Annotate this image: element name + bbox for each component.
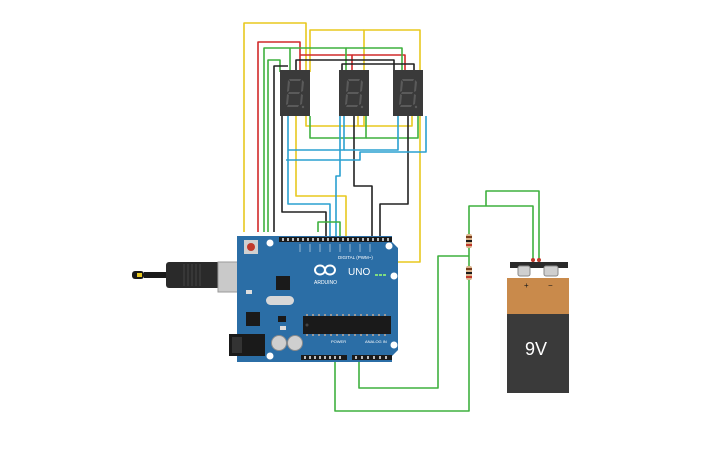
battery-9v[interactable]: + − 9V — [507, 258, 569, 393]
chip-notch-icon — [305, 323, 309, 327]
mounting-hole — [390, 341, 398, 349]
usb-plug-grip-icon — [183, 264, 201, 286]
segment-glyph — [345, 79, 364, 109]
mounting-hole — [390, 272, 398, 280]
digital-pin-contacts — [282, 238, 389, 241]
capacitor — [287, 335, 303, 351]
smd-component — [280, 326, 286, 330]
wire-black-2[interactable] — [295, 59, 395, 72]
battery-terminal-negative[interactable] — [543, 265, 559, 277]
smd-component — [278, 316, 286, 322]
digital-pin-header[interactable] — [279, 237, 392, 242]
resistor-band — [466, 272, 472, 274]
bottom-pin-contacts — [304, 356, 387, 359]
resistor-band — [466, 244, 472, 246]
wire-yellow-5[interactable] — [357, 116, 413, 127]
arduino-logo-icon — [314, 264, 336, 276]
board-model-label: UNO — [348, 267, 370, 278]
board-brand-label: ARDUINO — [314, 280, 337, 286]
resistor-band — [466, 240, 472, 242]
seven-segment-display-1[interactable] — [280, 70, 310, 116]
mounting-hole — [266, 239, 274, 247]
terminal-clip-icon — [537, 258, 541, 262]
resistor-band — [466, 276, 472, 278]
mounting-hole — [266, 352, 274, 360]
wire-blue-5[interactable] — [335, 116, 341, 240]
wire-green-resistor-top[interactable] — [468, 205, 534, 262]
wire-yellow-2[interactable] — [295, 116, 347, 240]
resistor-2[interactable] — [466, 266, 472, 280]
wire-blue-3[interactable] — [344, 116, 399, 151]
terminal-clip-icon — [531, 258, 535, 262]
usb-plug-body — [166, 262, 220, 288]
capacitor — [271, 335, 287, 351]
reset-button-cap-icon — [247, 243, 255, 251]
atmega-microcontroller — [303, 316, 391, 334]
wire-red-1[interactable] — [257, 41, 301, 232]
chip-pins — [306, 314, 386, 336]
usb-cable-tip-icon — [137, 273, 142, 277]
segment-glyph — [286, 79, 305, 109]
wire-black-4[interactable] — [353, 116, 373, 240]
analog-pin-header[interactable] — [352, 355, 392, 360]
display-group — [280, 70, 423, 116]
wire-green-analog[interactable] — [334, 280, 470, 412]
wire-green-5[interactable] — [366, 116, 419, 139]
digital-header-label: DIGITAL (PWM~) — [338, 255, 373, 260]
battery-plus-label: + — [524, 281, 529, 290]
resistor-band — [466, 236, 472, 238]
arduino-uno-board[interactable]: DIGITAL (PWM~) UNO ARDUINO — [229, 236, 398, 362]
wire-black-1[interactable] — [281, 116, 327, 240]
voltage-regulator — [246, 312, 260, 326]
smd-component — [246, 290, 252, 294]
wire-yellow-4[interactable] — [309, 29, 364, 72]
battery-cap — [510, 262, 568, 268]
usb-interface-chip — [276, 276, 290, 290]
wire-green-1[interactable] — [263, 47, 291, 232]
seven-segment-display-3[interactable] — [393, 70, 423, 116]
battery-body — [507, 314, 569, 393]
resistor-band — [466, 268, 472, 270]
wire-green-battery[interactable] — [485, 190, 540, 262]
wire-green-4[interactable] — [309, 116, 367, 139]
wire-black-6[interactable] — [273, 65, 288, 232]
wire-blue-4[interactable] — [286, 116, 427, 161]
battery-top-band — [507, 278, 569, 314]
usb-cable-wire — [144, 272, 168, 278]
wire-red-3[interactable] — [352, 54, 406, 72]
battery-voltage-label: 9V — [525, 339, 547, 359]
wire-black-3[interactable] — [341, 63, 415, 72]
wire-green-7[interactable] — [317, 221, 341, 240]
battery-minus-label: − — [548, 281, 553, 290]
power-jack-inner — [232, 337, 242, 353]
segment-glyph — [399, 79, 418, 109]
wire-green-analog-2[interactable] — [358, 255, 469, 389]
power-header-label: POWER — [331, 339, 346, 344]
seven-segment-display-2[interactable] — [339, 70, 369, 116]
battery-terminal-positive[interactable] — [517, 265, 531, 277]
mounting-hole — [385, 242, 393, 250]
pin-label-marks — [299, 244, 371, 252]
status-led-indicators — [375, 274, 386, 276]
resistor-1[interactable] — [466, 234, 472, 248]
crystal-oscillator — [266, 296, 294, 305]
analog-header-label: ANALOG IN — [365, 339, 387, 344]
wire-black-5[interactable] — [379, 116, 409, 240]
wire-group — [243, 22, 540, 412]
